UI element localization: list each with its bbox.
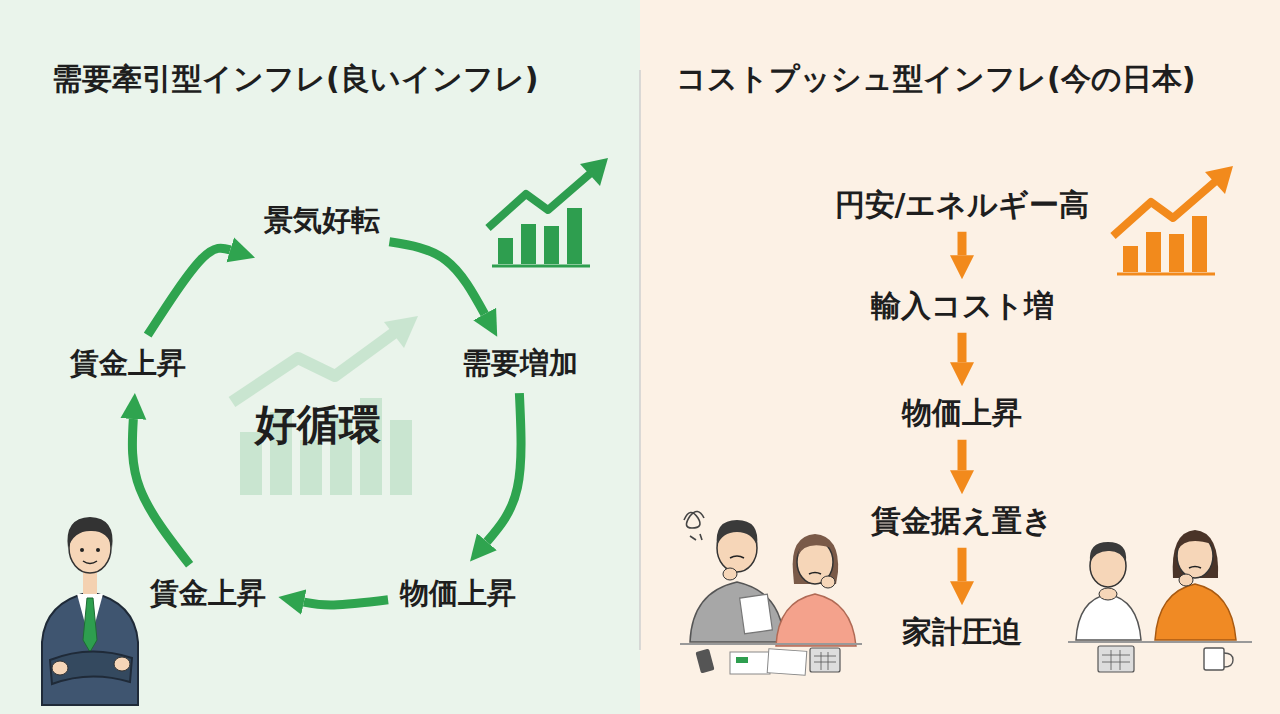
- flow-step: 賃金据え置き: [871, 502, 1053, 540]
- cycle-arrow: [132, 419, 189, 565]
- flow-arrow: [958, 440, 967, 471]
- step-text: 物価上昇: [400, 575, 516, 611]
- cycle-step: 需要増加: [462, 345, 578, 381]
- cycle-step: 賃金上昇: [70, 345, 186, 381]
- step-text: 円安/エネルギー高: [835, 186, 1090, 224]
- flow-arrow: [958, 232, 967, 256]
- panel: 需要牽引型インフレ(良いインフレ)景気好転需要増加物価上昇賃金上昇賃金上昇: [0, 0, 640, 714]
- panel: コストプッシュ型インフレ(今の日本) 円安/エネルギー高輸入コスト増物価上昇賃金据…: [640, 0, 1280, 714]
- cycle-arrow: [148, 248, 230, 335]
- panel-heading: 需要牽引型インフレ(良いインフレ): [52, 61, 538, 97]
- flow-step: 家計圧迫: [902, 613, 1022, 651]
- step-text: 景気好転: [264, 202, 380, 238]
- cycle-step: 物価上昇: [400, 575, 516, 611]
- cycle-label: 好循環: [255, 397, 381, 453]
- flow-step: 輸入コスト増: [871, 287, 1054, 325]
- step-text: 需要増加: [462, 345, 578, 381]
- step-text: 賃金据え置き: [871, 502, 1053, 540]
- step-text: 賃金上昇: [70, 345, 186, 381]
- step-text: 物価上昇: [902, 394, 1022, 432]
- step-text: 家計圧迫: [902, 613, 1022, 651]
- flow-step: 物価上昇: [902, 394, 1022, 432]
- cycle-arrow: [487, 393, 521, 542]
- flow-step: 円安/エネルギー高: [835, 186, 1090, 224]
- flow-arrow: [958, 333, 967, 363]
- panel-heading: コストプッシュ型インフレ(今の日本): [676, 61, 1195, 97]
- flow-arrow: [958, 548, 967, 582]
- cycle-arrow: [389, 242, 484, 314]
- cycle-arrow: [304, 600, 388, 605]
- cycle-step: 賃金上昇: [150, 575, 266, 611]
- step-text: 輸入コスト増: [871, 287, 1054, 325]
- step-text: 賃金上昇: [150, 575, 266, 611]
- cycle-step: 景気好転: [264, 202, 380, 238]
